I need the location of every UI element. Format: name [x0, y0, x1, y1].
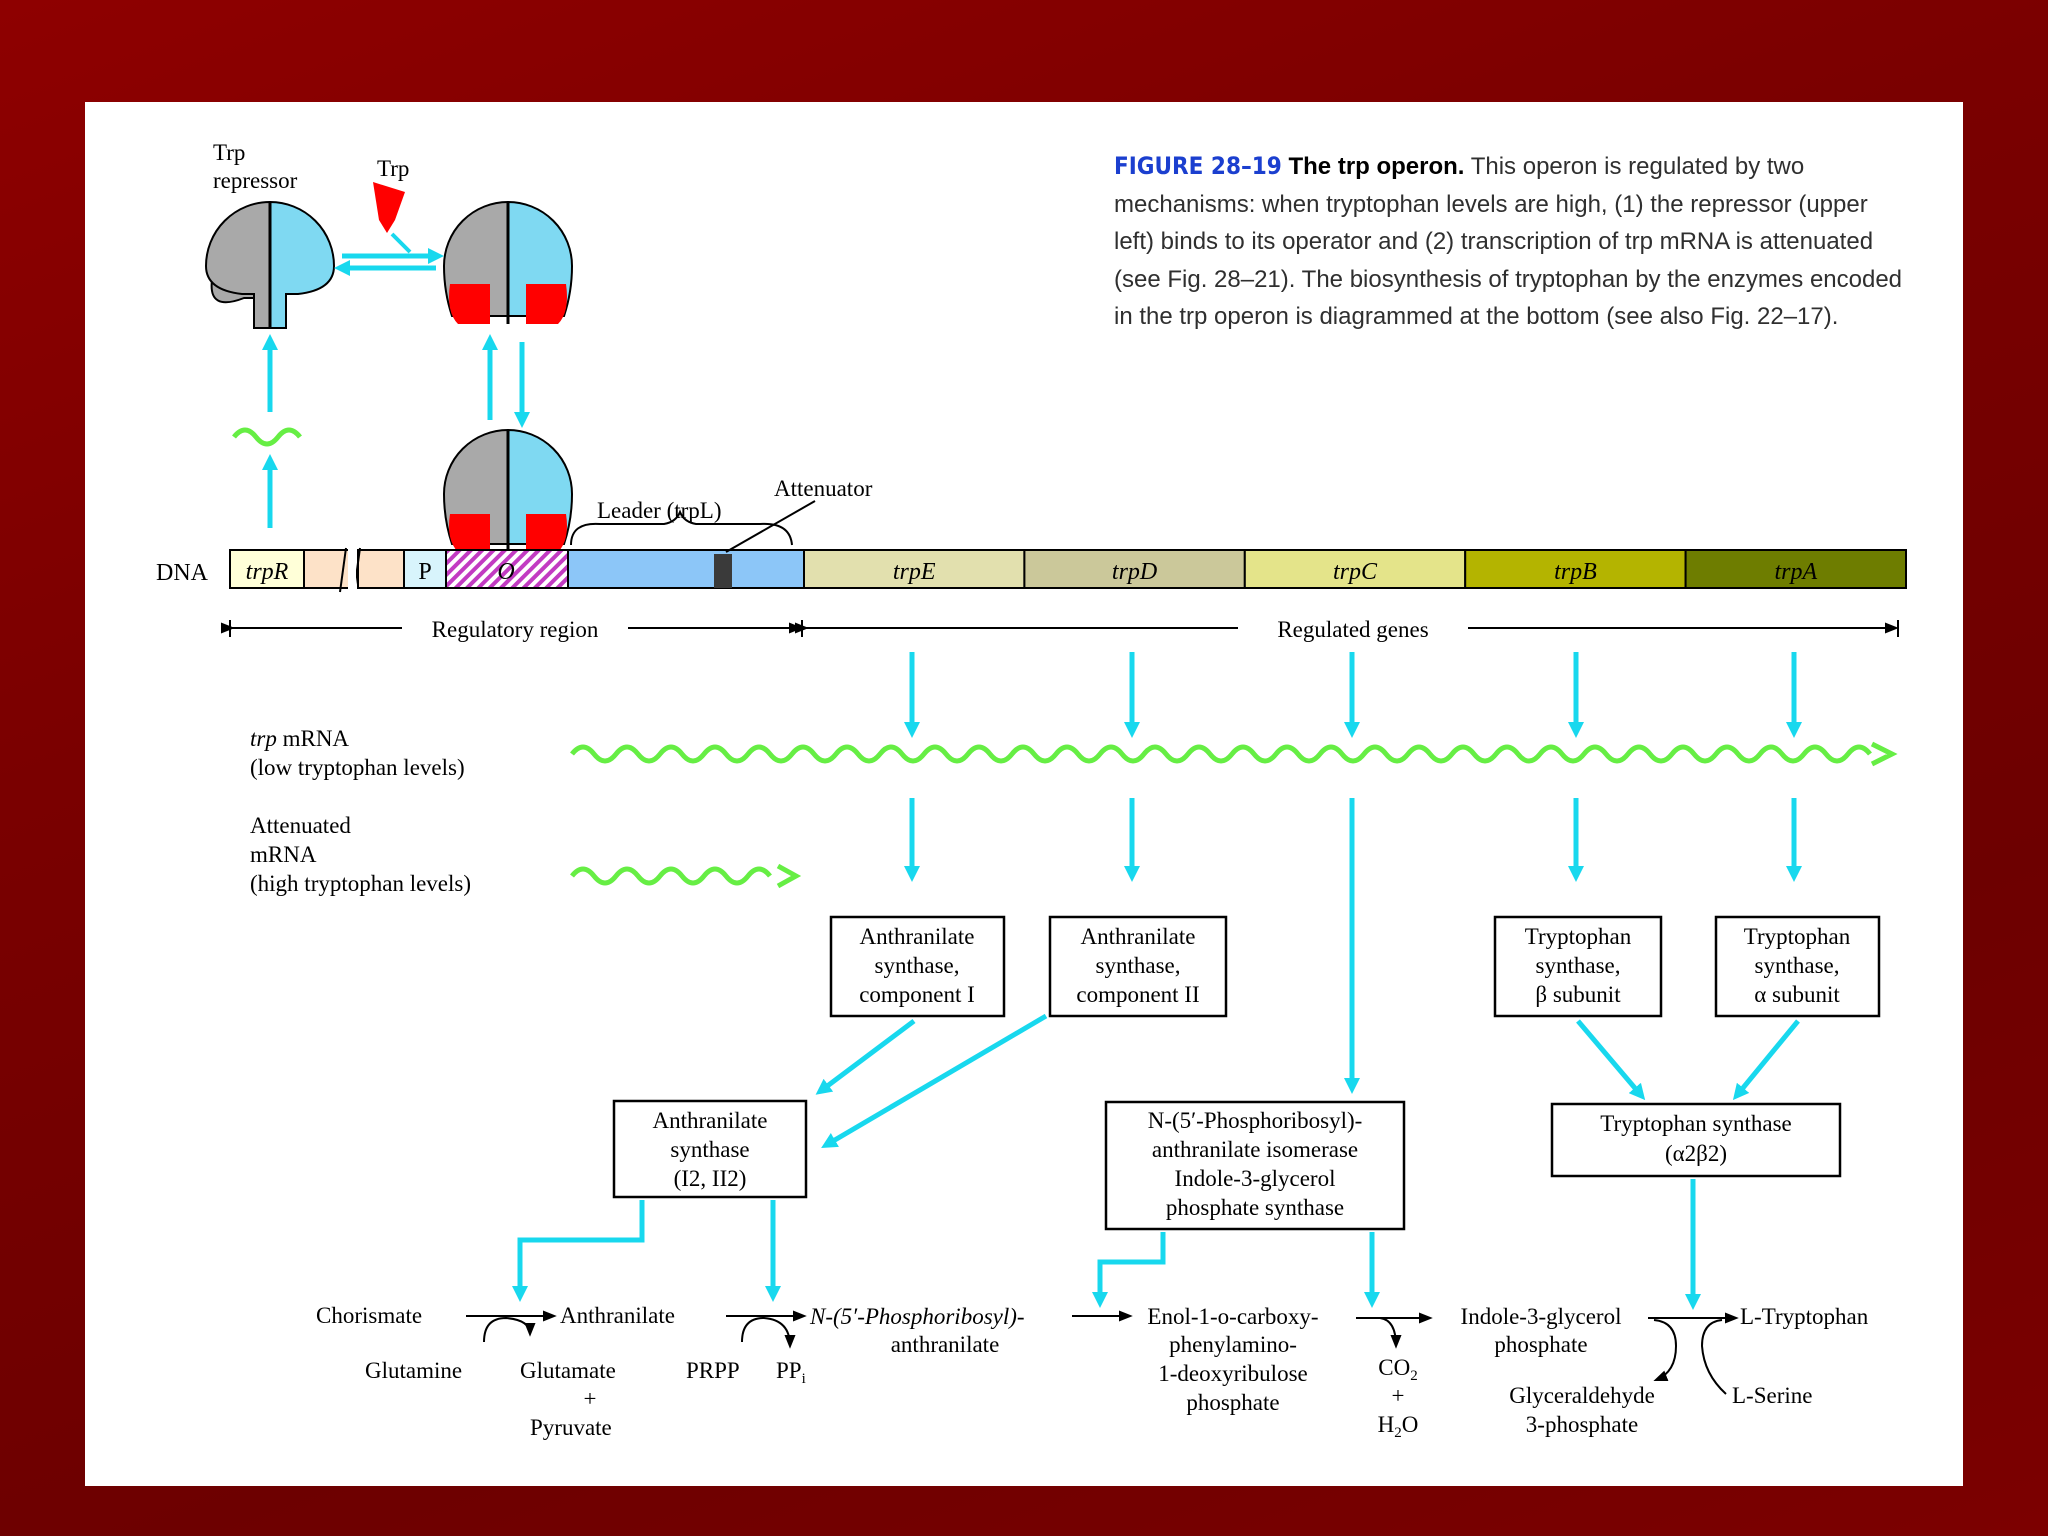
as-complex-label-3: (I2, II2): [674, 1166, 747, 1191]
g3p-label-2: 3-phosphate: [1526, 1412, 1638, 1437]
igp-label-2: phosphate: [1494, 1332, 1587, 1357]
figure-number: FIGURE 28–19: [1114, 152, 1282, 180]
regulated-genes-label: Regulated genes: [1277, 617, 1428, 642]
assembly-arrows: [511, 1013, 1800, 1311]
enzyme-boxes: [612, 915, 1881, 1231]
att-mrna-label-1: Attenuated: [250, 813, 351, 838]
ts-complex-label-1: Tryptophan synthase: [1600, 1111, 1791, 1136]
tsa-label-3: α subunit: [1754, 982, 1840, 1007]
pra-label-1: N-(5′-Phosphoribosyl)-: [809, 1304, 1025, 1329]
isomerase-label-3: Indole-3-glycerol: [1175, 1166, 1336, 1191]
att-mrna-label-3: (high tryptophan levels): [250, 871, 471, 896]
tsb-label-3: β subunit: [1535, 982, 1621, 1007]
pathway-arrows: [466, 1310, 1739, 1395]
enol-label-4: phosphate: [1186, 1390, 1279, 1415]
dna-bar: [229, 546, 1907, 594]
bound-repressor-top: [442, 200, 574, 324]
as2-label-2: synthase,: [1096, 953, 1181, 978]
as2-label-1: Anthranilate: [1081, 924, 1196, 949]
free-repressor: [204, 200, 336, 329]
equilibrium-arrows: [333, 232, 445, 277]
g3p-label-1: Glyceraldehyde: [1509, 1383, 1655, 1408]
ppi-label: PPi: [776, 1358, 806, 1387]
trpR-gene-label: trpR: [246, 559, 289, 585]
igp-label-1: Indole-3-glycerol: [1461, 1304, 1622, 1329]
full-mrna-wave: [570, 741, 1898, 767]
gene-label-trpB: trpB: [1554, 559, 1597, 585]
attenuator-label: Attenuator: [774, 476, 873, 501]
l-serine-label: L-Serine: [1732, 1383, 1812, 1408]
figure-caption: FIGURE 28–19 The trp operon. This operon…: [1114, 148, 1914, 336]
repressor-label-2: repressor: [213, 168, 298, 193]
attenuator-pointer: [725, 500, 816, 553]
gene-arrows: [903, 652, 1803, 1095]
as-complex-label-2: synthase: [670, 1137, 749, 1162]
as-complex-label-1: Anthranilate: [653, 1108, 768, 1133]
enol-label-1: Enol-1-o-carboxy-: [1147, 1304, 1318, 1329]
gene-box-trpB: [1464, 549, 1687, 589]
gene-box-trpC: [1243, 549, 1467, 589]
plus-1-label: +: [584, 1386, 597, 1411]
tsa-label-2: synthase,: [1755, 953, 1840, 978]
dna-label: DNA: [156, 560, 209, 586]
trp-molecule-icon: [373, 182, 405, 233]
chorismate-label: Chorismate: [316, 1303, 422, 1328]
region-brackets: [220, 620, 1899, 637]
isomerase-label-4: phosphate synthase: [1166, 1195, 1344, 1220]
h2o-label: H2O: [1378, 1412, 1419, 1441]
gene-box-trpE: [803, 549, 1026, 589]
gene-label-trpC: trpC: [1333, 559, 1378, 585]
att-mrna-label-2: mRNA: [250, 842, 317, 867]
leader-label: Leader (trpL): [597, 498, 722, 523]
gene-label-trpA: trpA: [1774, 559, 1817, 585]
full-mrna-label-1: trp mRNA: [250, 726, 349, 751]
glutamine-label: Glutamine: [365, 1358, 462, 1383]
plus-2-label: +: [1392, 1383, 1405, 1408]
enol-label-3: 1-deoxyribulose: [1158, 1361, 1307, 1386]
figure-title: The trp operon.: [1288, 153, 1465, 180]
glutamate-label: Glutamate: [520, 1358, 616, 1383]
l-tryptophan-label: L-Tryptophan: [1740, 1304, 1869, 1329]
tsb-label-2: synthase,: [1536, 953, 1621, 978]
trpR-mrna-wave: [232, 427, 302, 447]
isomerase-label-1: N-(5′-Phosphoribosyl)-: [1148, 1108, 1363, 1133]
gene-label-trpD: trpD: [1112, 559, 1157, 585]
tsa-label-1: Tryptophan: [1744, 924, 1851, 949]
prrp-label: PRPP: [686, 1358, 740, 1383]
trp-label: Trp: [377, 156, 409, 181]
as1-label-2: synthase,: [875, 953, 960, 978]
bound-repressor-operator: [442, 428, 574, 552]
promoter-label: P: [418, 559, 431, 585]
co2-label: CO2: [1378, 1355, 1417, 1384]
anthranilate-label: Anthranilate: [560, 1303, 675, 1328]
as1-label-1: Anthranilate: [860, 924, 975, 949]
full-mrna-label-2: (low tryptophan levels): [250, 755, 465, 780]
pra-label-2: anthranilate: [891, 1332, 1000, 1357]
tsb-label-1: Tryptophan: [1525, 924, 1632, 949]
attenuated-mrna-wave: [570, 863, 802, 889]
enol-label-2: phenylamino-: [1169, 1332, 1297, 1357]
as2-label-3: component II: [1076, 982, 1199, 1007]
trp-operon-diagram: Trp repressor Trp DNA: [156, 140, 1907, 1441]
repressor-label-1: Trp: [213, 140, 245, 165]
gene-box-trpA: [1684, 549, 1907, 589]
isomerase-label-2: anthranilate isomerase: [1152, 1137, 1358, 1162]
as1-label-3: component I: [859, 982, 975, 1007]
pyruvate-label: Pyruvate: [530, 1415, 612, 1440]
figure-panel: Trp repressor Trp DNA: [85, 102, 1963, 1486]
figure-caption-body: This operon is regulated by two mechanis…: [1114, 153, 1903, 330]
ts-complex-label-2: (α2β2): [1665, 1141, 1727, 1166]
regulatory-region-label: Regulatory region: [432, 617, 599, 642]
operator-label: O: [497, 559, 514, 585]
gene-label-trpE: trpE: [893, 559, 936, 585]
repressor-arrows: [261, 333, 531, 528]
